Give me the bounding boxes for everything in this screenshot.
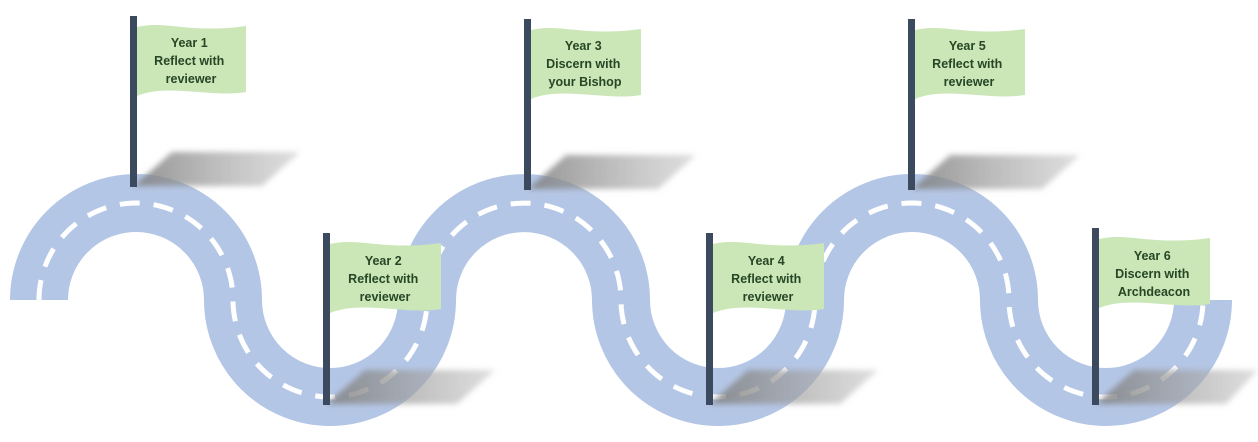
flag-shadow-2 <box>327 370 495 404</box>
flag-action-label: Discern with <box>546 57 620 71</box>
flag-pole <box>1092 228 1099 405</box>
milestone-flag-5: Year 5 Reflect with reviewer <box>908 19 1025 190</box>
svg-text:Year 2 Reflect with: Year 2 Reflect with reviewer <box>348 254 422 304</box>
flag-banner <box>330 241 441 313</box>
flag-shadows <box>134 152 1258 404</box>
flag-action-label: Discern with <box>1115 267 1189 281</box>
svg-text:Year 5 Reflect with: Year 5 Reflect with reviewer <box>932 39 1006 89</box>
flag-pole <box>130 16 137 187</box>
flag-pole <box>524 19 531 190</box>
flag-action-label: Reflect with <box>731 272 801 286</box>
flag-year-label: Year 3 <box>565 39 602 53</box>
milestone-flag-6: Year 6 Discern with Archdeacon <box>1092 228 1210 405</box>
flag-shadow-5 <box>912 155 1080 189</box>
flag-banner <box>915 27 1025 99</box>
svg-text:Year 6 Discern with: Year 6 Discern with Archdeacon <box>1115 249 1193 299</box>
flag-year-label: Year 5 <box>949 39 986 53</box>
milestone-flag-3: Year 3 Discern with your Bishop <box>524 19 641 190</box>
flag-pole <box>908 19 915 190</box>
flag-banner <box>713 241 824 313</box>
flag-banner <box>137 24 246 96</box>
flag-shadow-1 <box>134 152 300 186</box>
road <box>10 174 1232 426</box>
flag-person-label: reviewer <box>360 290 411 304</box>
svg-text:Year 1 Reflect with: Year 1 Reflect with reviewer <box>154 36 228 86</box>
flag-banner <box>531 27 641 99</box>
flag-person-label: reviewer <box>743 290 794 304</box>
flag-year-label: Year 2 <box>365 254 402 268</box>
flag-person-label: Archdeacon <box>1118 285 1190 299</box>
flag-year-label: Year 1 <box>171 36 208 50</box>
flag-pole <box>323 233 330 405</box>
milestone-flag-4: Year 4 Reflect with reviewer <box>706 233 824 405</box>
flag-person-label: reviewer <box>944 75 995 89</box>
flag-person-label: reviewer <box>166 72 217 86</box>
flag-shadow-3 <box>528 155 696 189</box>
svg-text:Year 3 Discern with: Year 3 Discern with your Bishop <box>546 39 624 89</box>
flag-shadow-4 <box>710 370 878 404</box>
flag-pole <box>706 233 713 405</box>
milestone-flag-2: Year 2 Reflect with reviewer <box>323 233 441 405</box>
flag-shadow-6 <box>1096 370 1258 404</box>
milestone-flag-1: Year 1 Reflect with reviewer <box>130 16 246 187</box>
flag-banner <box>1099 236 1210 308</box>
flag-action-label: Reflect with <box>154 54 224 68</box>
flag-action-label: Reflect with <box>932 57 1002 71</box>
flag-person-label: your Bishop <box>549 75 622 89</box>
flag-year-label: Year 6 <box>1134 249 1171 263</box>
flag-action-label: Reflect with <box>348 272 418 286</box>
flag-year-label: Year 4 <box>748 254 785 268</box>
svg-text:Year 4 Reflect with: Year 4 Reflect with reviewer <box>731 254 805 304</box>
